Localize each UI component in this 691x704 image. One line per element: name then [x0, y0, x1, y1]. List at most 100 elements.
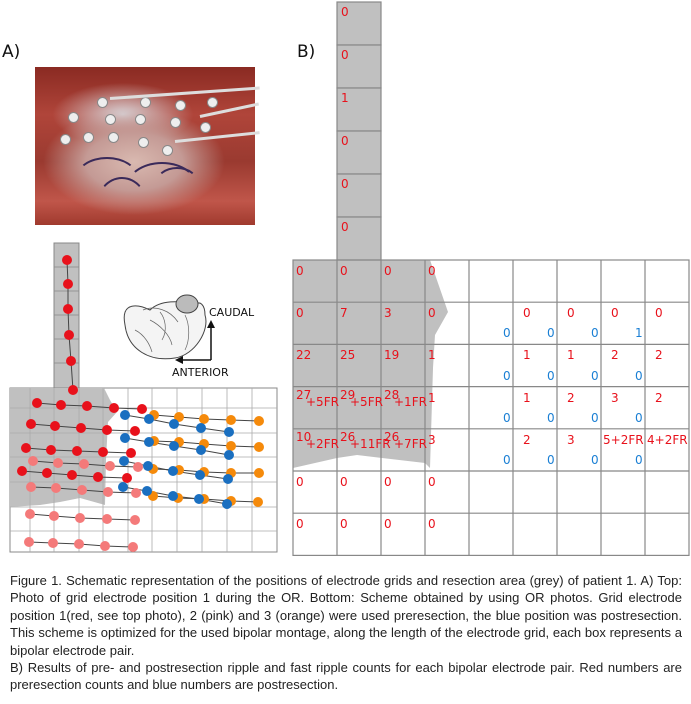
electrode-position2-dot	[28, 456, 38, 466]
electrode-postresection-dot	[143, 461, 153, 471]
electrode-postresection-dot	[169, 441, 179, 451]
electrode-position3-dot	[226, 415, 236, 425]
ripple-count: 1	[523, 348, 531, 363]
ripple-count: 2	[655, 390, 663, 405]
ripple-count: 1	[428, 348, 436, 363]
preresection-count: 2	[523, 433, 531, 447]
electrode-position3-dot	[253, 497, 263, 507]
postresection-count: 0	[635, 453, 643, 467]
preresection-count: 1	[567, 349, 575, 362]
electrode-position2-dot	[49, 511, 59, 521]
blood-vessel	[155, 167, 199, 201]
preresection-count: 4+2FR	[647, 433, 688, 447]
electrode-postresection-dot	[195, 470, 205, 480]
ripple-count: 0	[340, 517, 348, 532]
electrode-cable	[109, 86, 260, 100]
electrode-postresection-dot	[168, 466, 178, 476]
grid-electrode-contact	[175, 100, 186, 111]
electrode-position1-dot	[63, 279, 73, 289]
caption-paragraph-a: Figure 1. Schematic representation of th…	[10, 573, 682, 658]
preresection-count: 3	[611, 390, 619, 405]
electrode-postresection-dot	[142, 486, 152, 496]
postresection-count: 0	[591, 368, 599, 383]
orientation-arrows-icon	[175, 320, 215, 364]
fast-ripple-count: +11FR	[350, 436, 391, 451]
electrode-position3-dot	[254, 468, 264, 478]
fast-ripple-count: +5FR	[306, 394, 339, 409]
preresection-count: 0	[428, 265, 436, 278]
strip-count: 0	[341, 134, 349, 148]
ripple-count: 10	[296, 429, 312, 444]
ripple-count: 0	[384, 264, 392, 278]
ripple-count: 3	[611, 390, 619, 405]
postresection-count: 0	[591, 410, 599, 425]
preresection-count: 3	[567, 433, 575, 447]
ripple-count: 0	[611, 306, 619, 321]
electrode-position2-dot	[79, 459, 89, 469]
electrode-postresection-dot	[119, 456, 129, 466]
scheme-grid	[9, 242, 278, 553]
ripple-count: 3	[428, 432, 436, 447]
ripple-count: 0	[428, 306, 436, 321]
preresection-count: 0	[340, 518, 348, 531]
preresection-count: 1	[428, 349, 436, 362]
ripple-count: 0	[296, 264, 304, 278]
electrode-postresection-dot	[120, 433, 130, 443]
ripple-count: 26	[340, 429, 356, 444]
ripple-count: 0	[296, 475, 304, 489]
electrode-position2-dot	[77, 485, 87, 495]
electrode-postresection-dot	[224, 450, 234, 460]
electrode-postresection-dot	[168, 491, 178, 501]
grid-electrode-contact	[108, 132, 119, 143]
preresection-count: 0	[340, 476, 348, 489]
postresection-count: 0	[503, 326, 511, 341]
electrode-position-scheme: CAUDAL ANTERIOR	[9, 242, 278, 553]
preresection-count: 0	[384, 476, 392, 489]
blood-vessel	[95, 177, 149, 241]
postresection-count: 0	[547, 326, 555, 341]
ripple-count: 2	[655, 348, 663, 363]
electrode-position3-dot	[254, 442, 264, 452]
ripple-count: 2	[611, 348, 619, 363]
preresection-count: 0	[296, 265, 304, 278]
fast-ripple-count: +5FR	[350, 394, 383, 409]
electrode-position1-dot	[93, 472, 103, 482]
resection-area	[10, 388, 117, 507]
ripple-count: 28	[384, 387, 400, 402]
ripple-count: 22	[296, 348, 312, 363]
electrode-position2-dot	[25, 509, 35, 519]
electrode-postresection-dot	[223, 474, 233, 484]
electrode-position1-dot	[26, 419, 36, 429]
electrode-cable	[174, 131, 260, 143]
ripple-count: 0	[384, 475, 392, 489]
ripple-count: 1	[428, 390, 436, 405]
preresection-count: 0	[296, 518, 304, 531]
grid-electrode-contact	[60, 134, 71, 145]
postresection-count: 0	[635, 410, 643, 425]
electrode-position1-dot	[76, 423, 86, 433]
ripple-count: 0	[428, 264, 436, 278]
electrode-position1-dot	[137, 404, 147, 414]
preresection-count: 1	[523, 349, 531, 362]
postresection-count: 0	[503, 368, 511, 383]
preresection-count: 2	[655, 390, 663, 405]
blood-vessel	[75, 157, 139, 201]
electrode-postresection-dot	[144, 437, 154, 447]
preresection-count: 0	[611, 307, 619, 320]
preresection-count: 25	[340, 349, 355, 362]
preresection-count: 3	[428, 432, 436, 447]
preresection-count: 28+1FR	[384, 387, 427, 415]
ripple-count: 7	[340, 306, 348, 321]
ripple-count: 2	[567, 390, 575, 405]
preresection-count: 7	[340, 307, 348, 320]
panel-a-label: A)	[2, 42, 21, 62]
ripple-count: 19	[384, 348, 400, 363]
ripple-count: 5+2FR	[603, 432, 644, 447]
electrode-position2-dot	[53, 458, 63, 468]
electrode-position1-dot	[68, 385, 78, 395]
preresection-count: 0	[340, 265, 348, 278]
preresection-count: 0	[296, 307, 304, 320]
figure-caption: Figure 1. Schematic representation of th…	[10, 572, 682, 694]
electrode-position1-dot	[130, 426, 140, 436]
electrode-position3-dot	[254, 416, 264, 426]
